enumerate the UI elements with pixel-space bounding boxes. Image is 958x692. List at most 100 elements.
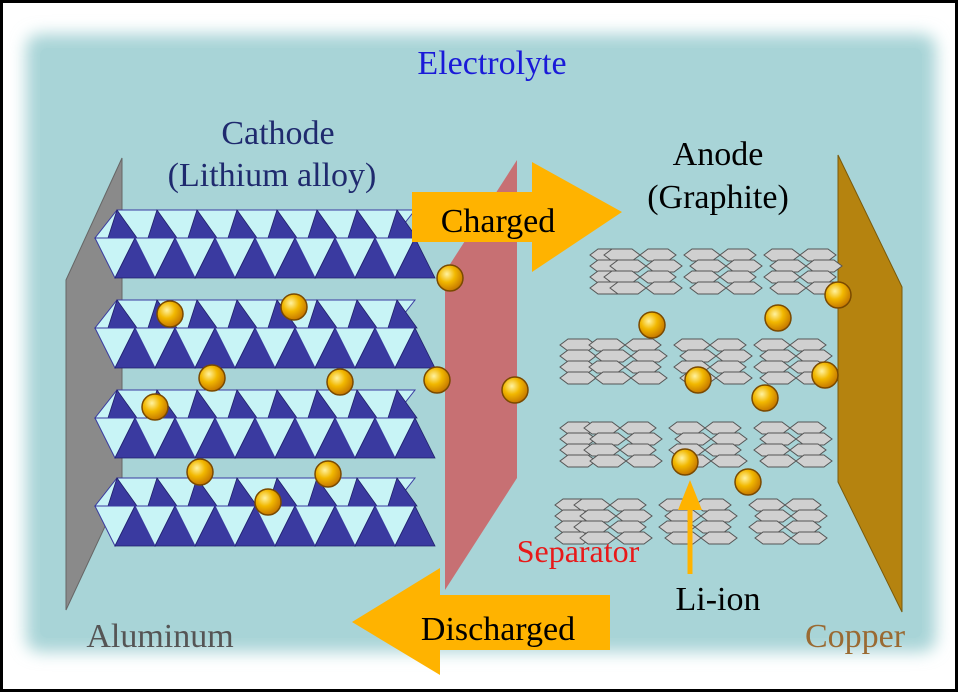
graphite-hexagon (763, 270, 801, 284)
graphite-hexagon (709, 360, 747, 374)
graphite-hexagon (624, 360, 662, 374)
lithium-ion (198, 364, 226, 392)
graphite-hexagon (789, 421, 827, 435)
graphite-hexagon (753, 338, 791, 352)
graphite-hexagon (759, 371, 797, 385)
graphite-hexagon (630, 371, 668, 385)
graphite-hexagon (559, 349, 597, 363)
graphite-hexagon (725, 259, 763, 273)
graphite-hexagon (588, 338, 626, 352)
cathode-layer (93, 299, 436, 370)
aluminum-label: Aluminum (86, 618, 233, 655)
graphite-hexagon (719, 248, 757, 262)
graphite-hexagon (589, 454, 627, 468)
graphite-hexagon (710, 432, 748, 446)
lithium-ion (671, 448, 699, 476)
charged-arrow (412, 162, 622, 272)
graphite-hexagon (609, 498, 647, 512)
graphite-hexagon (683, 270, 721, 284)
graphite-hexagon (748, 520, 786, 534)
graphite-hexagon (639, 270, 677, 284)
graphite-hexagon (790, 509, 828, 523)
graphite-hexagon (679, 349, 717, 363)
cathode-layer (93, 209, 436, 280)
graphite-hexagon (805, 259, 843, 273)
cathode-octahedron-face (394, 327, 436, 369)
cathode-material-label: (Lithium alloy) (168, 157, 377, 194)
graphite-hexagon (694, 498, 732, 512)
lithium-ion (638, 311, 666, 339)
lithium-ion (156, 300, 184, 328)
graphite-hexagon (769, 259, 807, 273)
graphite-hexagon (759, 454, 797, 468)
lithium-ion (326, 368, 354, 396)
cathode-layer (93, 389, 436, 460)
lithium-ion (684, 366, 712, 394)
discharged-label: Discharged (421, 611, 575, 648)
graphite-hexagon (789, 443, 827, 457)
graphite-hexagon (615, 531, 653, 545)
graphite-hexagon (673, 338, 711, 352)
graphite-hexagon (615, 509, 653, 523)
li-ion-label: Li-ion (676, 581, 761, 618)
graphite-hexagon (603, 270, 641, 284)
graphite-hexagon (689, 259, 727, 273)
graphite-hexagon (754, 509, 792, 523)
graphite-hexagon (639, 248, 677, 262)
graphite-hexagon (594, 349, 632, 363)
graphite-hexagon (763, 248, 801, 262)
li-ion-pointer-arrow (678, 480, 702, 574)
graphite-hexagon (583, 421, 621, 435)
cathode-label: Cathode (221, 115, 334, 152)
graphite-hexagon (799, 248, 837, 262)
graphite-hexagon (725, 281, 763, 295)
graphite-hexagon (795, 432, 833, 446)
lithium-ion (734, 468, 762, 496)
anode-layers (554, 248, 843, 545)
anode-material-label: (Graphite) (647, 179, 789, 216)
graphite-hexagon (583, 443, 621, 457)
lithium-ion (764, 304, 792, 332)
graphite-hexagon (704, 421, 742, 435)
graphite-hexagon (719, 270, 757, 284)
graphite-hexagon (573, 498, 611, 512)
graphite-hexagon (664, 531, 702, 545)
graphite-hexagon (753, 443, 791, 457)
lithium-ion (280, 293, 308, 321)
lithium-ion (501, 376, 529, 404)
graphite-hexagon (559, 371, 597, 385)
graphite-hexagon (619, 443, 657, 457)
graphite-hexagon (789, 338, 827, 352)
graphite-hexagon (683, 248, 721, 262)
cathode-layer (93, 477, 436, 548)
graphite-hexagon (795, 349, 833, 363)
graphite-hexagon (795, 454, 833, 468)
graphite-hexagon (709, 338, 747, 352)
cathode-octahedron-face (394, 505, 436, 547)
graphite-hexagon (710, 454, 748, 468)
graphite-hexagon (748, 498, 786, 512)
cathode-octahedron-face (394, 417, 436, 459)
graphite-hexagon (700, 531, 738, 545)
discharged-arrow (352, 568, 610, 675)
graphite-hexagon (753, 421, 791, 435)
graphite-hexagon (754, 531, 792, 545)
separator-label: Separator (517, 533, 640, 569)
graphite-hexagon (689, 281, 727, 295)
lithium-ion (751, 384, 779, 412)
graphite-hexagon (704, 443, 742, 457)
separator-membrane (445, 160, 517, 590)
anode-label: Anode (673, 136, 764, 173)
graphite-layer (559, 421, 833, 468)
graphite-hexagon (799, 270, 837, 284)
lithium-ion (423, 366, 451, 394)
graphite-hexagon (609, 281, 647, 295)
lithium-ion (811, 361, 839, 389)
graphite-hexagon (645, 259, 683, 273)
graphite-hexagon (630, 349, 668, 363)
graphite-hexagon (664, 509, 702, 523)
graphite-layer (589, 248, 843, 295)
graphite-hexagon (759, 432, 797, 446)
graphite-hexagon (588, 360, 626, 374)
